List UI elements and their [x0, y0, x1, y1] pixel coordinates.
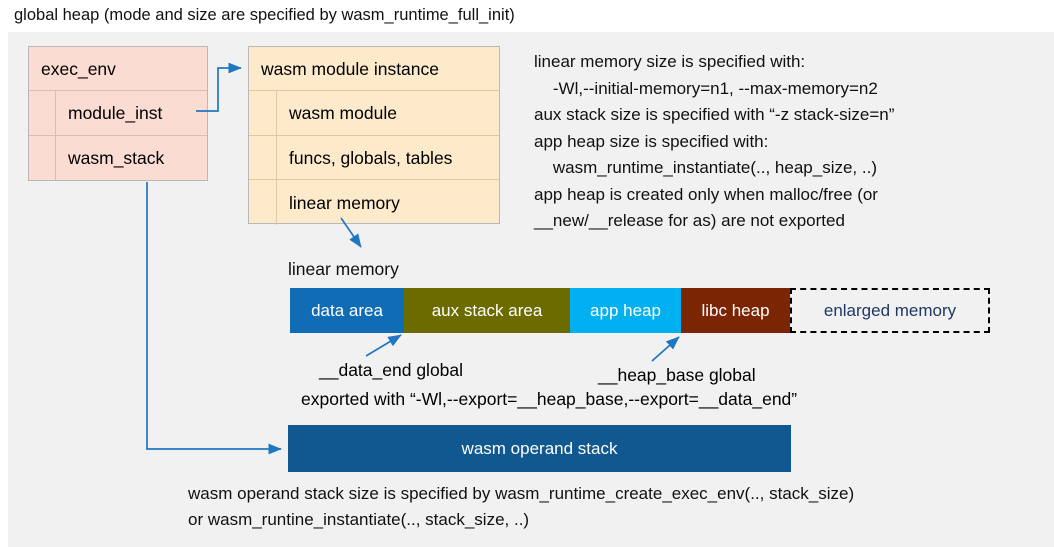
memory-segment-data-area: data area [290, 288, 404, 333]
data-end-global-label: __data_end global [319, 360, 464, 380]
wasm-module-instance-box: wasm module instance wasm module funcs, … [248, 46, 500, 225]
module-instance-row-linear-memory: linear memory [249, 180, 499, 225]
memory-segment-libc-heap: libc heap [681, 288, 790, 333]
module-instance-header-row: wasm module instance [249, 47, 499, 91]
wasm-operand-stack-bar: wasm operand stack [288, 425, 791, 472]
configuration-notes: linear memory size is specified with: -W… [534, 52, 895, 230]
exec-env-title: exec_env [41, 58, 116, 79]
page-title: global heap (mode and size are specified… [14, 6, 515, 24]
module-instance-gutter [249, 91, 277, 135]
exec-env-gutter [29, 91, 56, 135]
exec-env-header-row: exec_env [29, 47, 207, 91]
module-instance-field-wasm-module: wasm module [289, 103, 397, 123]
exec-env-box: exec_env module_inst wasm_stack [28, 46, 208, 181]
linear-memory-caption: linear memory [288, 259, 399, 279]
exec-env-field-wasm-stack: wasm_stack [68, 148, 165, 168]
memory-segment-app-heap: app heap [570, 288, 681, 333]
exec-env-field-module-inst: module_inst [68, 103, 163, 123]
module-instance-gutter [249, 180, 277, 225]
module-instance-field-funcs-globals-tables: funcs, globals, tables [289, 147, 453, 168]
module-instance-title: wasm module instance [261, 58, 439, 79]
module-instance-field-linear-memory: linear memory [289, 192, 400, 213]
exported-with-label: exported with “-Wl,--export=__heap_base,… [301, 389, 798, 409]
exec-env-row-wasm-stack: wasm_stack [29, 136, 207, 180]
heap-base-global-label: __heap_base global [598, 365, 756, 385]
exec-env-row-module-inst: module_inst [29, 91, 207, 136]
exec-env-gutter [29, 136, 56, 180]
operand-stack-note: wasm operand stack size is specified by … [188, 484, 855, 529]
memory-segment-enlarged-memory: enlarged memory [790, 288, 990, 333]
module-instance-gutter [249, 136, 277, 179]
module-instance-row-funcs-globals-tables: funcs, globals, tables [249, 136, 499, 180]
memory-segment-aux-stack-area: aux stack area [404, 288, 570, 333]
module-instance-row-wasm-module: wasm module [249, 91, 499, 136]
